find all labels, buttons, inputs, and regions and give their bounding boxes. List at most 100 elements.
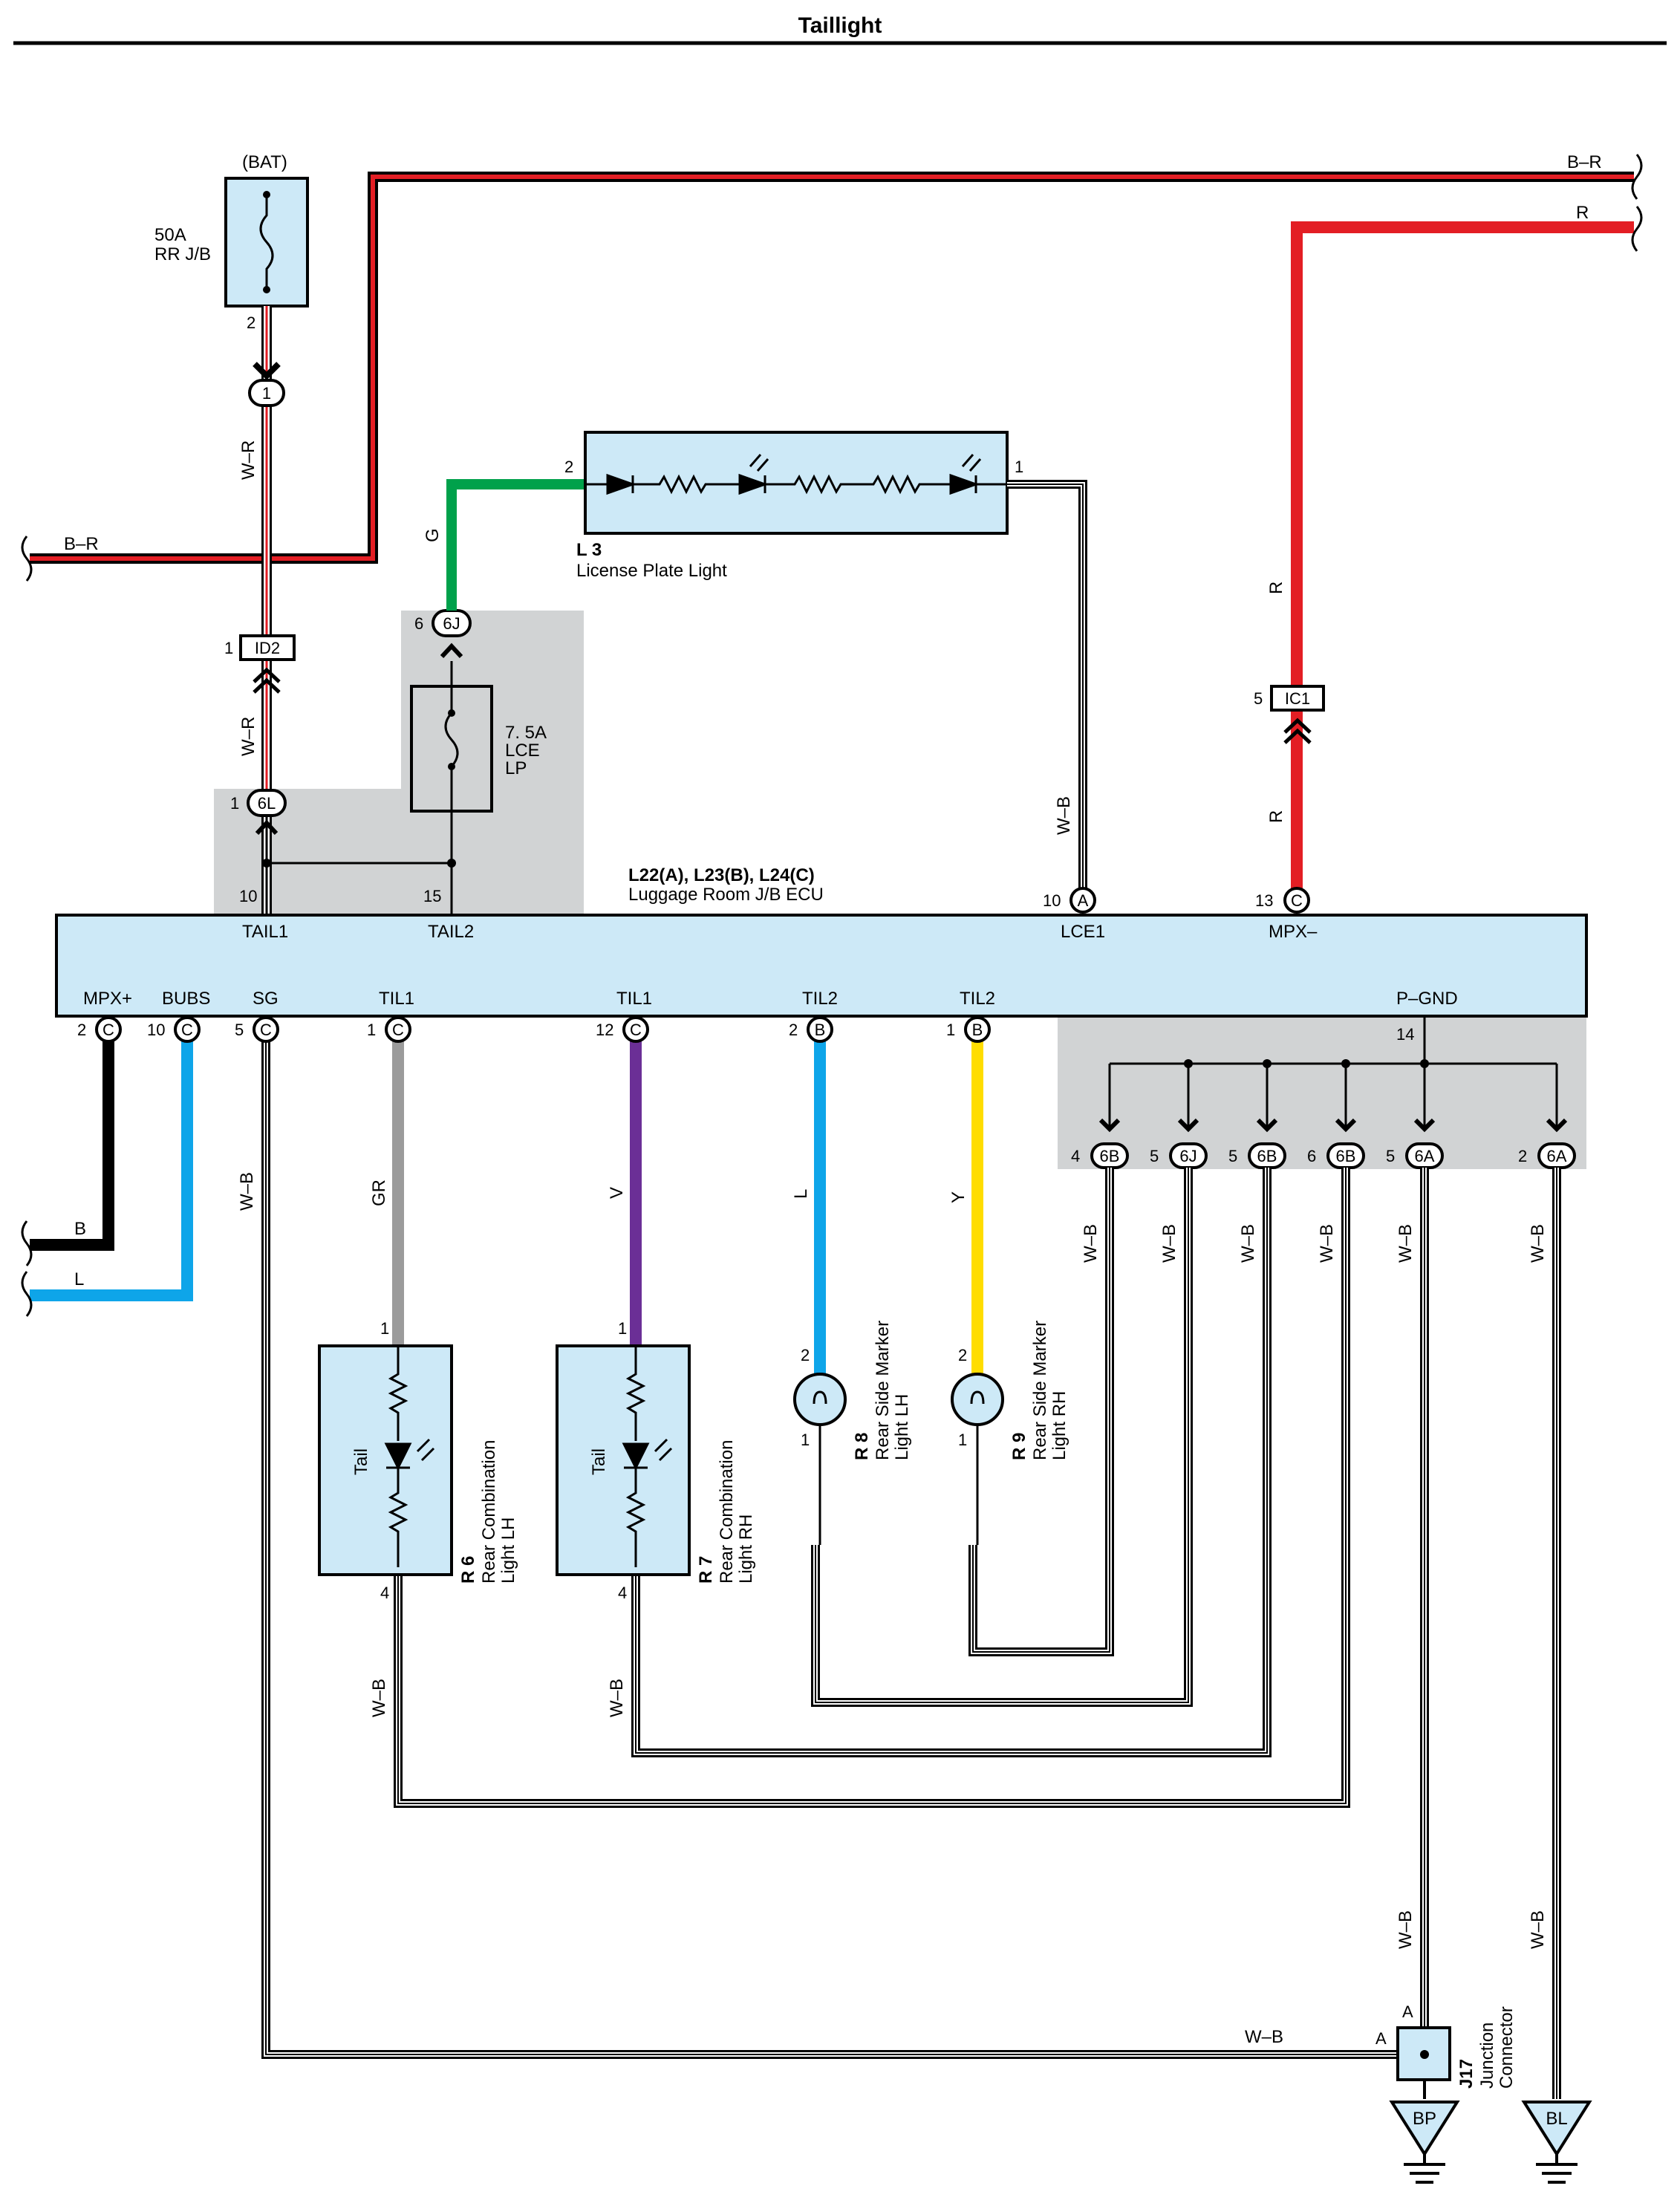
ground-bp-label: BP [1413, 2109, 1436, 2129]
ground-conn-6j-5-pin: 5 [1150, 1147, 1159, 1165]
wire-label-wb-g4: W–B [1317, 1224, 1337, 1263]
wire-b [30, 1029, 114, 1251]
r6-pin-bottom: 4 [380, 1584, 389, 1602]
ecu-bottom-name-p-gnd: P–GND [1396, 989, 1458, 1009]
ecu-bottom-conn-mpx-plus-id: C [102, 1021, 114, 1039]
license-plate-pin-left: 2 [564, 458, 573, 476]
wire-label-wb-g2: W–B [1159, 1224, 1179, 1263]
ecu-box [55, 914, 1588, 1018]
ecu-bottom-pin-til2-b: 1 [946, 1021, 955, 1039]
ground-conn-6a-5-id: 6A [1415, 1147, 1435, 1165]
connector-id2-pin: 1 [224, 639, 233, 657]
ecu-bottom-name-bubs: BUBS [162, 989, 210, 1009]
r7-pin-bottom: 4 [618, 1584, 627, 1602]
ecu-top-name-mpx-minus: MPX– [1269, 922, 1318, 942]
r8-name1: Rear Side Marker [873, 1321, 893, 1460]
ground-conn-6b-4-pin: 4 [1071, 1147, 1080, 1165]
junction-dot [1184, 1059, 1193, 1068]
ecu-top-pin-tail1: 10 [239, 887, 257, 905]
r6-inner-label: Tail [351, 1448, 371, 1475]
r7-pin-top: 1 [618, 1319, 627, 1338]
wire-label-b: B [74, 1219, 86, 1239]
diagram-title: Taillight [798, 13, 882, 38]
r6-pin-top: 1 [380, 1319, 389, 1338]
wire-label-wb-g7: W–B [1396, 1910, 1416, 1949]
connector-1-id: 1 [262, 384, 271, 403]
shade-ground-area [1058, 1016, 1586, 1169]
ecu-top-pin-lce1: 10 [1043, 891, 1061, 910]
ground-conn-6b-6-id: 6B [1336, 1147, 1356, 1165]
wire-label-r-top: R [1576, 203, 1589, 223]
license-plate-pin-right: 1 [1015, 458, 1023, 476]
j17-pin-left: A [1375, 2029, 1387, 2048]
wire-break-b-l [21, 1220, 33, 1317]
connector-id2-id: ID2 [255, 639, 280, 657]
ecu-bottom-conn-til2-a [807, 1016, 833, 1043]
ecu-bottom-pin-p-gnd: 14 [1396, 1025, 1414, 1044]
j17-name1: Junction [1477, 2023, 1497, 2089]
connector-6l-id: 6L [258, 794, 276, 813]
wire-label-wb-g8: W–B [1528, 1910, 1548, 1949]
wire-label-wb-g1: W–B [1081, 1224, 1101, 1263]
r8-name2: Light LH [892, 1394, 912, 1460]
r9-filament [970, 1390, 985, 1405]
fuse-lce-name2: LP [505, 758, 527, 778]
fuse-lce-name1: LCE [505, 741, 540, 761]
wire-label-wb-sg-h: W–B [1245, 2027, 1283, 2047]
connector-arrow-1 [253, 362, 281, 380]
ground-conn-6a-2-id: 6A [1547, 1147, 1567, 1165]
wire-g [446, 479, 585, 611]
r7-box [556, 1344, 691, 1576]
ground-bl-label: BL [1546, 2109, 1567, 2129]
r7-circuit [622, 1346, 673, 1567]
connector-id2 [239, 634, 296, 661]
ecu-bottom-conn-til1-b [622, 1016, 649, 1043]
ecu-bottom-pin-til2-a: 2 [789, 1021, 798, 1039]
junction-dot [447, 859, 456, 868]
fuse-dot [263, 286, 270, 293]
r8-pin-bottom: 1 [801, 1431, 810, 1449]
ground-conn-6a-5-pin: 5 [1386, 1147, 1395, 1165]
ground-conn-6b-5-id: 6B [1257, 1147, 1277, 1165]
wire-break-br-right [1631, 154, 1643, 200]
ecu-bottom-pin-mpx-plus: 2 [77, 1021, 86, 1039]
ecu-bottom-name-til1-a: TIL1 [379, 989, 414, 1009]
wire-label-wb-sg: W–B [237, 1172, 257, 1211]
connector-id2-arrows [253, 667, 281, 694]
ecu-bottom-pin-sg: 5 [235, 1021, 244, 1039]
r8-code: R 8 [852, 1433, 872, 1460]
fuse-lce-symbol [444, 661, 459, 811]
wire-label-l: L [74, 1269, 84, 1289]
wire-w-b-returns [394, 1168, 1561, 2099]
ground-bl-lines [1536, 2154, 1578, 2184]
connector-ic1-arrows [1283, 718, 1312, 744]
license-plate-code: L 3 [576, 540, 602, 560]
fuse-dot [263, 191, 270, 198]
ground-conn-6a-2-pin: 2 [1518, 1147, 1527, 1165]
bat-label: (BAT) [242, 152, 287, 172]
ecu-bottom-pin-til1-a: 1 [367, 1021, 376, 1039]
wire-label-br-top: B–R [1567, 152, 1602, 172]
connector-6j-top-id: 6J [443, 614, 460, 633]
wire-label-wr-2: W–R [238, 717, 258, 756]
ground-bl [1521, 2101, 1592, 2184]
wire-label-g: G [423, 528, 443, 542]
ecu-subtitle: Luggage Room J/B ECU [628, 885, 824, 905]
j17-name2: Connector [1497, 2006, 1517, 2089]
ecu-bottom-conn-til2-b [964, 1016, 991, 1043]
r6-circuit [384, 1346, 435, 1567]
ground-conn-6j-5-id: 6J [1179, 1147, 1196, 1165]
ground-bp [1389, 2080, 1460, 2184]
wire-label-wb-g6: W–B [1528, 1224, 1548, 1263]
ecu-bottom-conn-bubs [174, 1016, 201, 1043]
connector-6l-pin: 1 [230, 794, 239, 813]
ecu-top-pin-tail2: 15 [423, 887, 441, 905]
wire-label-wb-g5: W–B [1396, 1224, 1416, 1263]
ecu-bottom-conn-sg-id: C [260, 1021, 272, 1039]
ecu-top-conn-lce1-id: A [1078, 891, 1089, 910]
r6-box [318, 1344, 453, 1576]
fuse-50a-rating: 50A [154, 225, 186, 245]
ecu-bottom-name-mpx-plus: MPX+ [83, 989, 132, 1009]
ecu-bottom-conn-sg [253, 1016, 279, 1043]
r9-name2: Light RH [1049, 1391, 1069, 1460]
